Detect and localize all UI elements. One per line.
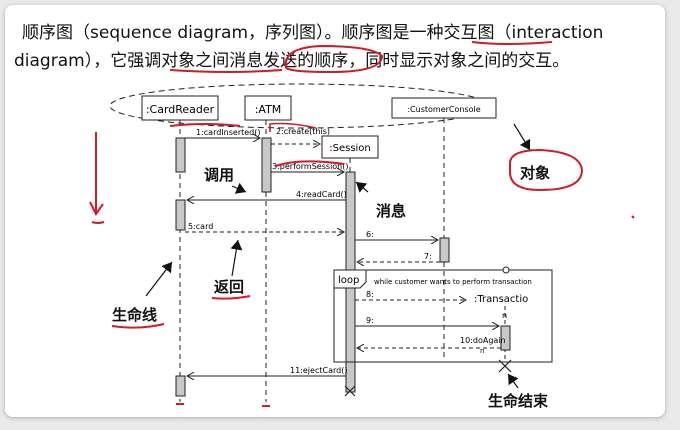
activation-card-reader-2 (175, 199, 186, 231)
annotation-object: 对象 (520, 164, 550, 182)
red-mark-create (269, 122, 317, 132)
message-2: 2:create(this) (271, 127, 330, 144)
red-dash-left (91, 221, 105, 224)
activation-atm (261, 137, 272, 193)
message-5: 5:card (185, 222, 344, 232)
message-3: 3:performSession() (271, 162, 349, 172)
loop-guard: while customer wants to perform transact… (374, 278, 532, 286)
message-7-label: 7: (424, 252, 432, 261)
message-1-label: 1:cardInserted() (196, 128, 261, 137)
underline-interaction (471, 41, 553, 45)
object-session-label: :Session (329, 143, 371, 154)
red-check-left (89, 131, 104, 216)
annotation-call: 调用 (204, 166, 234, 184)
red-ellipse-object (509, 148, 584, 192)
object-session: :Session (321, 135, 379, 159)
intro-line-2: diagram），它强调对象之间消息发送的顺序，同时显示对象之间的交互。 (14, 51, 570, 71)
activation-transaction (500, 325, 511, 351)
message-9: 9: (355, 316, 499, 326)
annotation-lifeline-end: 生命结束 (488, 392, 549, 410)
activation-card-reader-1 (175, 137, 186, 173)
object-card-reader-label: :CardReader (146, 103, 215, 116)
message-10: 10:doAgain n (357, 336, 506, 355)
annotation-message: 消息 (376, 202, 406, 220)
message-8-label: 8: (366, 290, 374, 299)
underline-objects (169, 69, 283, 73)
loop-operator: loop (338, 275, 359, 286)
red-dot-right (631, 215, 635, 219)
red-underline-lifeline (111, 323, 165, 329)
pointer-call (231, 182, 247, 194)
message-5-label: 5:card (188, 222, 213, 231)
message-3-label: 3:performSession() (272, 162, 349, 171)
message-10-label: 10:doAgain (460, 336, 506, 345)
pointer-lifeline-end (507, 373, 519, 389)
object-atm-label: :ATM (255, 103, 282, 116)
red-mark-cardinserted (169, 123, 241, 127)
message-8: 8: (355, 290, 466, 300)
message-11: 11:ejectCard() (187, 366, 347, 376)
message-7: 7: (357, 252, 440, 262)
pointer-return (230, 239, 243, 277)
pointer-object (513, 123, 531, 151)
red-arrow-perform (275, 160, 345, 167)
red-underline-return (211, 295, 251, 300)
message-9-label: 9: (366, 316, 374, 325)
circle-send-order (284, 44, 384, 74)
destroy-session (344, 385, 356, 397)
object-atm: :ATM (244, 95, 292, 121)
message-6-label: 6: (366, 230, 374, 239)
message-1: 1:cardInserted() (185, 128, 261, 138)
message-10-reply-label: n (480, 347, 484, 355)
object-card-reader: :CardReader (141, 95, 219, 121)
slide-card (5, 5, 665, 417)
annotation-lifeline: 生命线 (112, 306, 157, 324)
object-transaction-label: :Transactio (474, 294, 528, 305)
message-4: 4:readCard() (187, 190, 347, 200)
intro-line-1: 顺序图（sequence diagram，序列图）。顺序图是一种交互图（inte… (22, 23, 604, 43)
message-11-label: 11:ejectCard() (290, 366, 347, 375)
message-4-label: 4:readCard() (296, 190, 347, 199)
annotation-return: 返回 (214, 278, 244, 296)
activation-customer-console (439, 237, 450, 263)
object-customer-console: :CustomerConsole (391, 97, 497, 119)
message-2-label: 2:create(this) (276, 127, 330, 136)
transaction-multiplicity: n (502, 311, 507, 320)
object-customer-console-label: :CustomerConsole (407, 105, 480, 114)
loop-guard-circle (502, 266, 510, 274)
pointer-message (355, 181, 369, 193)
message-6: 6: (355, 230, 438, 240)
loop-fragment: loop while customer wants to perform tra… (333, 266, 553, 363)
pointer-lifeline (145, 261, 173, 297)
activation-card-reader-3 (175, 375, 186, 397)
